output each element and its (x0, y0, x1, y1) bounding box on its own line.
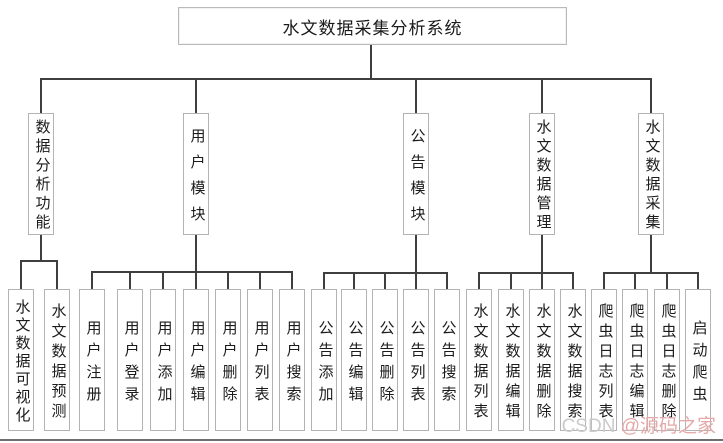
branch-node-label: 用户模块 (188, 127, 205, 232)
branch-node-label: 数据分析功能 (33, 119, 50, 233)
leaf-node-label: 公告列表 (408, 319, 425, 408)
leaf-node-label: 用户搜索 (284, 319, 301, 408)
leaf-node: 水文数据删除 (529, 289, 555, 431)
leaf-node-label: 公告搜索 (439, 319, 456, 408)
connector-line (40, 78, 652, 80)
leaf-node: 水文数据搜索 (560, 289, 586, 431)
leaf-node: 公告列表 (403, 289, 429, 431)
branch-node-data-analysis: 数据分析功能 (28, 113, 54, 235)
connector-line (541, 235, 543, 273)
connector-line (40, 235, 42, 261)
page-bottom-border (0, 439, 723, 441)
leaf-node-label: 用户编辑 (188, 319, 205, 408)
leaf-node: 公告删除 (372, 289, 398, 431)
leaf-node-label: 爬虫日志列表 (596, 302, 613, 423)
connector-line (162, 272, 164, 289)
connector-line (572, 273, 574, 289)
leaf-node: 用户列表 (247, 289, 273, 431)
connector-line (666, 273, 668, 289)
connector-line (446, 273, 448, 289)
connector-line (541, 273, 543, 289)
connector-line (91, 271, 293, 273)
leaf-node: 用户搜索 (279, 289, 305, 431)
leaf-node: 用户编辑 (183, 289, 209, 431)
connector-line (259, 272, 261, 289)
leaf-node: 用户登录 (117, 289, 143, 431)
connector-line (195, 79, 197, 113)
connector-line (195, 235, 197, 272)
connector-line (603, 273, 605, 289)
branch-node-label: 水文数据采集 (643, 119, 660, 233)
leaf-node: 水文数据编辑 (498, 289, 524, 431)
branch-node-label: 水文数据管理 (534, 119, 551, 233)
leaf-node-label: 爬虫日志编辑 (627, 302, 644, 423)
connector-line (91, 272, 93, 289)
connector-line (510, 273, 512, 289)
leaf-node-label: 水文数据编辑 (503, 302, 520, 423)
connector-line (415, 273, 417, 289)
leaf-node: 用户添加 (150, 289, 176, 431)
connector-line (415, 79, 417, 113)
connector-line (650, 235, 652, 273)
leaf-node-label: 公告添加 (316, 319, 333, 408)
leaf-node: 用户注册 (79, 289, 105, 431)
branch-node-hydro-data-collect: 水文数据采集 (638, 113, 664, 235)
leaf-node-label: 用户添加 (155, 319, 172, 408)
leaf-node-label: 水文数据预测 (49, 302, 66, 423)
watermark-handle: @源码之家 (620, 416, 716, 437)
branch-node-notice-module: 公告模块 (403, 113, 429, 235)
leaf-node: 启动爬虫 (685, 289, 711, 431)
leaf-node-label: 公告编辑 (346, 319, 363, 408)
leaf-node-label: 启动爬虫 (690, 319, 707, 408)
leaf-node: 爬虫日志编辑 (622, 289, 648, 431)
leaf-node-label: 公告删除 (377, 319, 394, 408)
connector-line (353, 273, 355, 289)
leaf-node-label: 水文数据删除 (534, 302, 551, 423)
leaf-node-label: 用户注册 (84, 319, 101, 408)
leaf-node-label: 用户删除 (220, 319, 237, 408)
branch-node-hydro-data-mgmt: 水文数据管理 (529, 113, 555, 235)
leaf-node-label: 水文数据列表 (471, 302, 488, 423)
connector-line (541, 79, 543, 113)
leaf-node-label: 水文数据可视化 (13, 298, 30, 425)
root-node: 水文数据采集分析系统 (178, 7, 567, 45)
connector-line (291, 272, 293, 289)
connector-line (195, 272, 197, 289)
leaf-node-label: 用户登录 (122, 319, 139, 408)
leaf-node: 爬虫日志删除 (654, 289, 680, 431)
connector-line (40, 79, 42, 113)
leaf-node: 水文数据预测 (44, 289, 70, 431)
connector-line (384, 273, 386, 289)
connector-line (697, 273, 699, 289)
watermark: CSDN @源码之家 (562, 411, 716, 438)
leaf-node-label: 用户列表 (252, 319, 269, 408)
connector-line (603, 272, 699, 274)
leaf-node: 爬虫日志列表 (591, 289, 617, 431)
connector-line (323, 273, 325, 289)
connector-line (370, 45, 372, 79)
leaf-node-label: 水文数据搜索 (565, 302, 582, 423)
connector-line (20, 260, 58, 262)
leaf-node: 水文数据列表 (466, 289, 492, 431)
leaf-node: 用户删除 (215, 289, 241, 431)
connector-line (478, 273, 480, 289)
leaf-node: 水文数据可视化 (8, 289, 34, 431)
connector-line (227, 272, 229, 289)
leaf-node-label: 爬虫日志删除 (659, 302, 676, 423)
connector-line (20, 261, 22, 289)
leaf-node: 公告编辑 (341, 289, 367, 431)
connector-line (415, 235, 417, 273)
branch-node-user-module: 用户模块 (183, 113, 209, 235)
connector-line (129, 272, 131, 289)
watermark-brand: CSDN (561, 416, 621, 437)
leaf-node: 公告添加 (311, 289, 337, 431)
leaf-node: 公告搜索 (434, 289, 460, 431)
root-node-label: 水文数据采集分析系统 (282, 18, 463, 38)
branch-node-label: 公告模块 (408, 127, 425, 232)
connector-line (56, 261, 58, 289)
connector-line (634, 273, 636, 289)
connector-line (650, 79, 652, 113)
connector-line (478, 272, 574, 274)
